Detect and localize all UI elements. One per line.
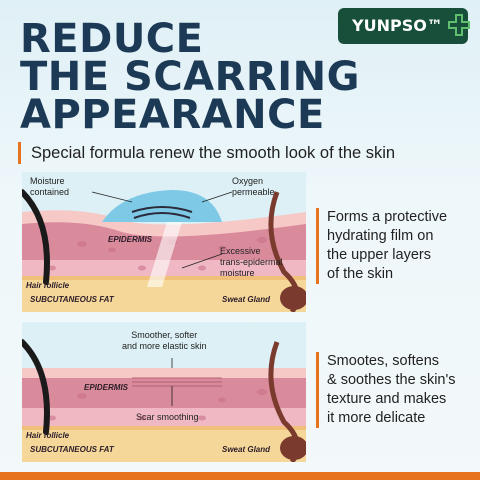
headline-line-3: APPEARANCE: [20, 92, 325, 138]
brand-logo: YUNPSO™: [338, 8, 468, 44]
skin-illustration-2: [22, 322, 306, 462]
label-sweat-gland-2: Sweat Gland: [222, 445, 271, 454]
label-hair-follicle-2: Hair follicle: [26, 431, 70, 440]
label-epidermis: EPIDERMIS: [108, 235, 153, 244]
label-hair-follicle: Hair follicle: [26, 281, 70, 290]
label-scar-smoothing: Scar smoothing: [136, 412, 199, 422]
label-subcutaneous-fat-2: SUBCUTANEOUS FAT: [30, 445, 114, 454]
headline: REDUCE THE SCARRING APPEARANCE: [20, 16, 360, 138]
label-epidermis-2: EPIDERMIS: [84, 383, 129, 392]
headline-line-2: THE SCARRING: [20, 54, 360, 100]
skin-illustration-1: [22, 172, 306, 312]
headline-line-1: REDUCE: [20, 16, 204, 62]
bottom-accent-bar: [0, 472, 480, 480]
label-subcutaneous-fat: SUBCUTANEOUS FAT: [30, 295, 114, 304]
brand-name: YUNPSO™: [352, 16, 443, 35]
label-sweat-gland: Sweat Gland: [222, 295, 271, 304]
brand-cross-icon: [448, 14, 470, 36]
subtitle: Special formula renew the smooth look of…: [18, 142, 395, 164]
